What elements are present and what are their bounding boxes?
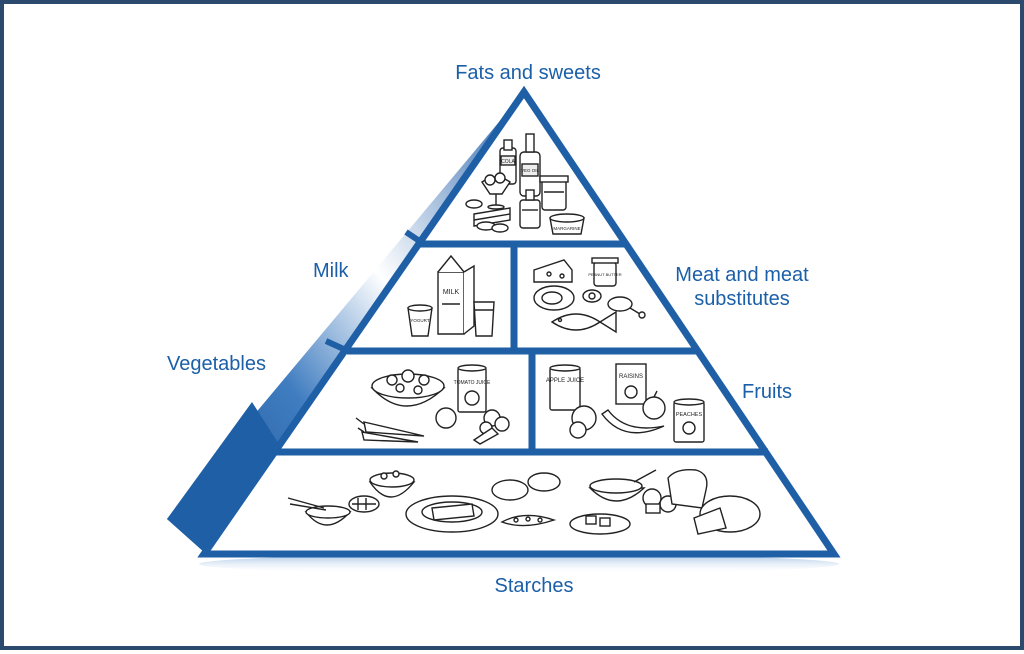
pyramid-side-face-lower bbox=[167, 402, 282, 552]
apple-juice-can-icon: APPLE JUICE bbox=[546, 364, 584, 411]
label-milk: Milk bbox=[313, 260, 349, 282]
svg-text:YOGURT: YOGURT bbox=[410, 318, 429, 323]
pasta-plate-icon bbox=[405, 495, 499, 533]
meat-foods: PEANUT BUTTER bbox=[533, 257, 646, 334]
svg-text:RAISINS: RAISINS bbox=[619, 374, 643, 380]
svg-text:TOMATO JUICE: TOMATO JUICE bbox=[454, 380, 491, 386]
sundae-icon bbox=[481, 172, 511, 210]
vegetable-foods: TOMATO JUICE bbox=[355, 364, 510, 445]
peaches-can-icon: PEACHES bbox=[673, 398, 705, 443]
margarine-tub-icon: MARGARINE bbox=[549, 213, 585, 235]
oil-bottle-icon: VEG OIL bbox=[519, 133, 541, 197]
svg-text:MARGARINE: MARGARINE bbox=[553, 226, 580, 231]
corn-icon bbox=[348, 495, 380, 513]
label-starches: Starches bbox=[494, 575, 574, 597]
egg-icon bbox=[582, 289, 602, 303]
starch-foods bbox=[287, 468, 761, 535]
svg-text:PEACHES: PEACHES bbox=[676, 412, 703, 418]
label-meat-line1: Meat and meat bbox=[675, 264, 809, 286]
muffins-icon bbox=[642, 488, 677, 514]
apple-icon bbox=[642, 390, 666, 420]
tomato-icon bbox=[435, 407, 457, 429]
svg-text:APPLE JUICE: APPLE JUICE bbox=[546, 378, 584, 384]
svg-text:COLA: COLA bbox=[501, 159, 515, 165]
tomato-juice-can-icon: TOMATO JUICE bbox=[454, 364, 491, 413]
svg-text:PEANUT BUTTER: PEANUT BUTTER bbox=[588, 272, 621, 277]
peas-pod-icon bbox=[500, 514, 557, 527]
milk-glass-icon bbox=[473, 301, 495, 337]
label-meat: Meat and meat substitutes bbox=[652, 263, 832, 311]
label-fats-and-sweets: Fats and sweets bbox=[455, 62, 601, 84]
carrots-icon bbox=[355, 417, 425, 443]
food-pyramid: COLA VEG OIL MARGARINE bbox=[167, 85, 841, 574]
steak-icon bbox=[533, 285, 575, 311]
cookies-icon bbox=[465, 199, 509, 233]
yogurt-cup-icon: YOGURT bbox=[407, 304, 433, 337]
svg-text:VEG OIL: VEG OIL bbox=[521, 168, 540, 173]
crackers-plate-icon bbox=[569, 513, 631, 535]
label-vegetables: Vegetables bbox=[167, 353, 266, 375]
potatoes-icon bbox=[491, 472, 561, 501]
jar-icon bbox=[539, 175, 569, 211]
tortilla-icon bbox=[693, 495, 761, 535]
milk-carton-icon: MILK bbox=[437, 254, 475, 335]
fish-icon bbox=[550, 310, 617, 334]
broccoli-icon bbox=[472, 409, 510, 445]
peanut-butter-jar-icon: PEANUT BUTTER bbox=[588, 257, 622, 287]
svg-text:MILK: MILK bbox=[443, 289, 460, 296]
raisins-box-icon: RAISINS bbox=[615, 363, 647, 405]
bread-icon bbox=[667, 468, 708, 509]
banana-icon bbox=[601, 409, 665, 434]
orange-icon bbox=[569, 405, 597, 439]
fruit-foods: APPLE JUICE RAISINS PEACHES bbox=[546, 363, 705, 443]
label-meat-line2: substitutes bbox=[694, 288, 790, 310]
milk-foods: MILK YOGURT bbox=[407, 254, 495, 337]
cereal-bowl-icon bbox=[368, 470, 416, 498]
dressing-bottle-icon bbox=[519, 189, 541, 229]
chicken-leg-icon bbox=[607, 296, 646, 319]
fats-sweets-foods: COLA VEG OIL MARGARINE bbox=[465, 133, 585, 235]
cheese-icon bbox=[533, 259, 573, 283]
salad-bowl-icon bbox=[370, 369, 446, 407]
ground-shadow bbox=[199, 554, 839, 574]
side-separator bbox=[244, 421, 279, 455]
label-fruits: Fruits bbox=[742, 381, 792, 403]
cake-slice-icon bbox=[473, 207, 511, 227]
rice-bowl-icon bbox=[287, 497, 352, 526]
oatmeal-bowl-icon bbox=[588, 469, 657, 502]
